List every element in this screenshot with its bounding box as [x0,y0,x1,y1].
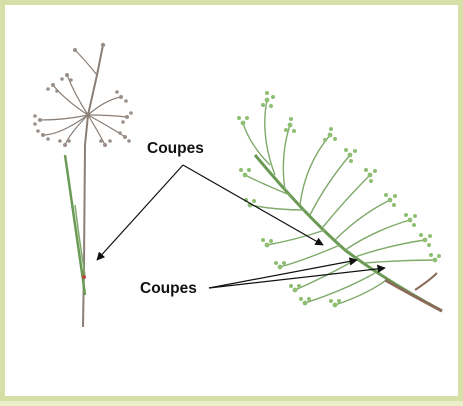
arrow-icon [97,165,183,260]
cut-arrows [97,165,385,288]
pruning-diagram: Coupes Coupes [5,5,463,406]
cut-label-top: Coupes [147,140,204,157]
cut-label-bottom: Coupes [140,280,197,297]
arrow-icon [183,165,323,245]
right-plant-illustration [237,91,442,311]
left-plant-illustration [33,43,133,327]
